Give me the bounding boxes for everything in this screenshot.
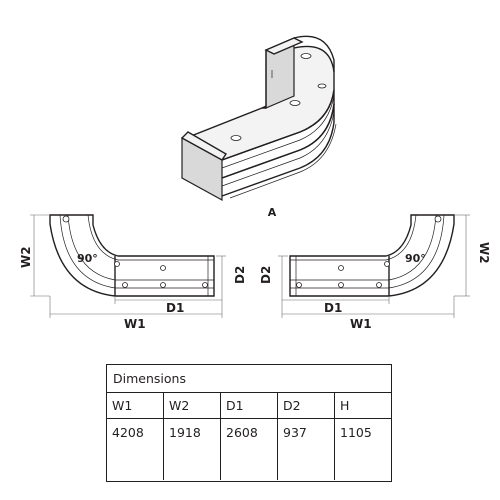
value-cell: 1105 [340,425,372,440]
right-d2-label: D2 [259,266,273,284]
right-d1-label: D1 [324,301,342,315]
right-angle-label: 90° [405,252,426,265]
table-value-row: 4208 1918 2608 937 1105 [107,419,391,480]
left-plan-view [30,214,226,318]
value-cell: 1918 [164,419,221,480]
view-label: A [268,206,277,219]
header-cell: W1 [107,393,164,418]
left-w2-label: W2 [19,246,33,268]
right-w2-label: W2 [477,242,491,264]
value-cell: 4208 [107,419,164,480]
reception-desk-diagram: A 90° W2 D2 D1 W1 [19,35,491,331]
table-header-row: W1 W2 D1 D2 H [107,393,391,419]
left-angle-label: 90° [77,252,98,265]
isometric-view [180,35,337,202]
left-d1-label: D1 [166,301,184,315]
left-d2-label: D2 [233,266,247,284]
header-cell: D2 [278,393,335,418]
header-cell: W2 [164,393,221,418]
table-title: Dimensions [107,365,391,393]
left-w1-label: W1 [124,317,146,331]
dimensions-table: Dimensions W1 W2 D1 D2 H 4208 1918 2608 … [106,364,392,482]
right-w1-label: W1 [350,317,372,331]
value-cell: 2608 [221,419,278,480]
header-cell: D1 [221,393,278,418]
header-cell: H [340,398,350,413]
right-plan-view [278,214,470,318]
value-cell: 937 [278,419,335,480]
